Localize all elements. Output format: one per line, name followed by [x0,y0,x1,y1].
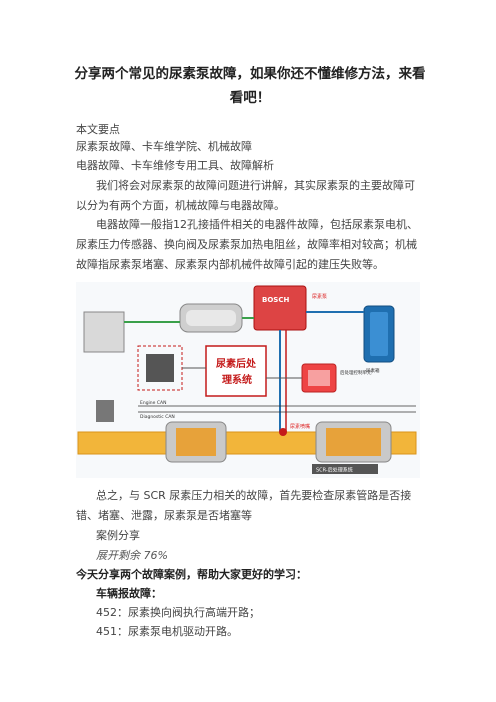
sensor-left [96,400,114,422]
module-inner [308,370,330,386]
urea-system-diagram: BOSCH 尿素泵 尿素后处 理系统 Engine CAN Di [76,282,420,478]
urea-nozzle-marker [279,428,287,436]
diagnostic-can-label: Diagnostic CAN [140,414,175,420]
scr-label: SCR-后处理系统 [316,467,353,474]
tags-line-2: 电器故障、卡车维修专用工具、故障解析 [76,159,274,172]
center-label-box [205,345,267,397]
expand-more-link[interactable]: 展开剩余 76% [96,549,168,562]
module-label: 后处理控制单元 [340,369,372,376]
summary-heading: 本文要点 [76,123,120,136]
fault-451: 451：尿素泵电机驱动开路。 [96,625,238,638]
scr-label-bg [312,464,378,474]
intro-paragraph: 我们将会对尿素泵的故障问题进行讲解，其实尿素泵的主要故障可以分为有两个方面，机械… [76,179,415,212]
detail-paragraph: 电器故障一般指12孔接插件相关的电器件故障，包括尿素泵电机、尿素压力传感器、换向… [76,218,418,271]
doc-core [176,428,216,456]
share-heading: 案例分享 [96,529,140,542]
nozzle-label: 尿素喷嘴 [290,423,310,430]
article-title: 分享两个常见的尿素泵故障，如果你还不懂维修方法，来看看吧！ [74,66,426,106]
ecu-unit [146,354,174,382]
bosch-brand-text: BOSCH [262,296,289,304]
bosch-pump-box [253,285,307,331]
air-tank-inner [186,310,236,326]
tags-line-1: 尿素泵故障、卡车维学院、机械故障 [76,140,252,153]
tank-label: 尿素箱 [366,367,380,374]
scr-core [326,428,381,456]
vehicle-fault-heading: 车辆报故障： [96,587,162,600]
fault-452: 452：尿素换向阀执行高端开路； [96,606,260,619]
engine-block [83,311,125,353]
center-label-line-1: 尿素后处 [216,357,257,370]
pump-label: 尿素泵 [312,293,327,300]
engine-can-label: Engine CAN [140,400,166,406]
case-intro: 今天分享两个故障案例，帮助大家更好的学习： [76,568,307,581]
summary-paragraph: 总之，与 SCR 尿素压力相关的故障，首先要检查尿素管路是否接错、堵塞、泄露，尿… [76,489,412,522]
urea-tank-inner [370,312,388,356]
diagram-svg: BOSCH 尿素泵 尿素后处 理系统 Engine CAN Di [76,282,420,478]
center-label-line-2: 理系统 [222,373,252,386]
